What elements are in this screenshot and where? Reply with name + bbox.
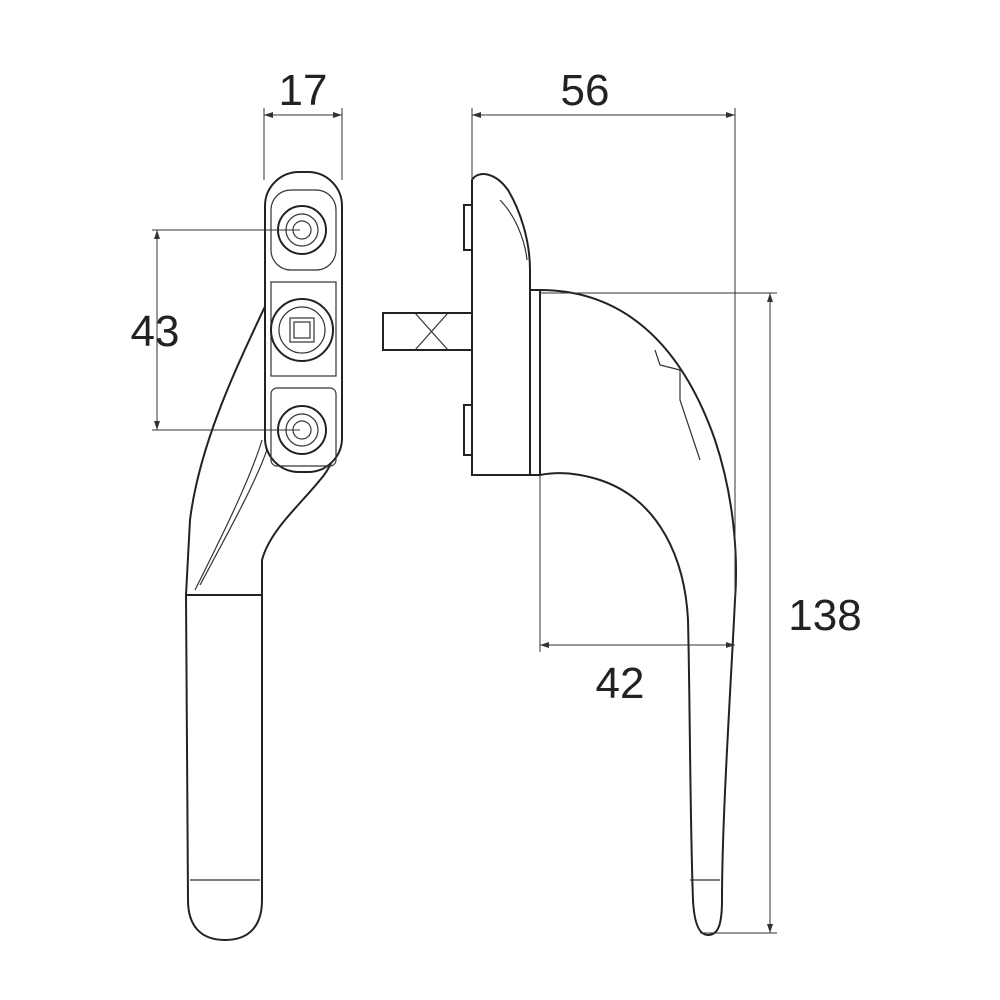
front-view	[184, 171, 343, 942]
dimension-138: 138	[540, 292, 862, 934]
dimension-43: 43	[131, 229, 300, 431]
side-plate	[471, 173, 531, 476]
dimension-label-42: 42	[596, 659, 645, 708]
dimension-label-17: 17	[279, 66, 328, 115]
side-view	[382, 173, 737, 937]
dimension-label-56: 56	[561, 66, 610, 115]
dimension-label-138: 138	[788, 591, 861, 640]
dimension-17: 17	[263, 66, 343, 180]
plate-bevel	[499, 199, 528, 261]
side-lever	[539, 288, 737, 937]
spindle-cross	[414, 312, 449, 351]
dimension-42: 42	[539, 475, 735, 708]
rose-collar	[529, 289, 541, 476]
spindle	[382, 312, 473, 351]
dimension-label-43: 43	[131, 307, 180, 356]
bottom-screw-recess	[270, 387, 337, 467]
spindle-hole-icon	[270, 298, 334, 362]
front-lever-highlight	[194, 439, 271, 591]
dimension-56: 56	[471, 66, 736, 600]
side-lever-detail	[654, 349, 720, 881]
front-grip	[184, 594, 263, 942]
